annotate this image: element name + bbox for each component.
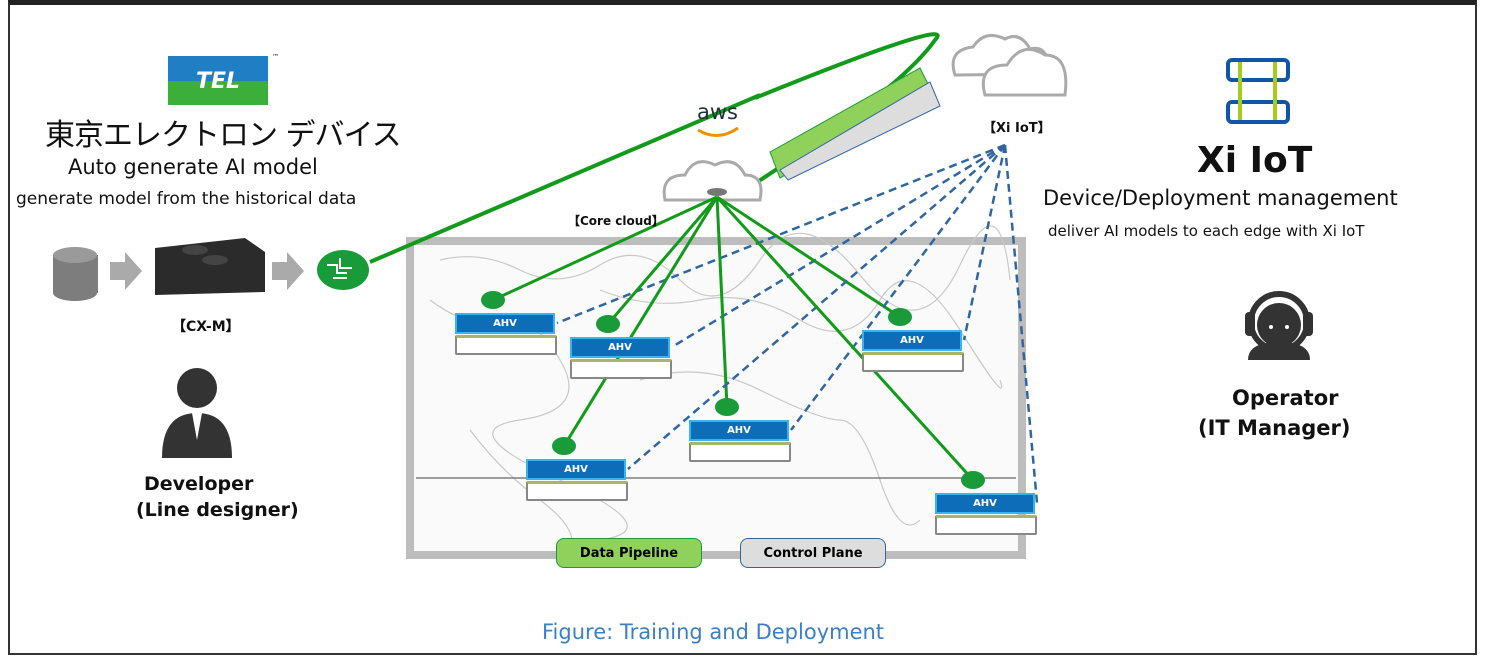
control-link xyxy=(790,144,1006,431)
ahv-node-label: AHV xyxy=(689,420,789,441)
arrow-right-icon xyxy=(272,252,304,290)
ahv-node-label: AHV xyxy=(455,313,555,334)
ai-brain-icon xyxy=(317,250,369,290)
arrow-right-icon xyxy=(110,252,142,290)
developer-title: Developer xyxy=(144,473,254,495)
edge-server-icon xyxy=(935,515,1037,535)
data-pipeline-path xyxy=(369,93,761,264)
trademark: ™ xyxy=(272,53,279,61)
left-title: Auto generate AI model xyxy=(68,155,318,179)
edge-server-icon xyxy=(570,359,672,379)
pipe-tubes xyxy=(769,67,941,181)
ai-brain-icon xyxy=(481,291,505,309)
control-link xyxy=(1003,144,1039,504)
xi-iot-title: Xi IoT xyxy=(1197,140,1313,181)
developer-role: (Line designer) xyxy=(136,499,299,521)
control-link xyxy=(962,144,1007,341)
ahv-node-label: AHV xyxy=(862,330,962,351)
deploy-link xyxy=(715,196,729,408)
aws-smile-icon xyxy=(697,126,739,137)
control-link xyxy=(556,143,1006,325)
right-description: deliver AI models to each edge with Xi I… xyxy=(1048,222,1365,240)
ai-brain-icon xyxy=(552,437,576,455)
xi-iot-label: 【Xi IoT】 xyxy=(983,121,1051,136)
svg-text:TEL: TEL xyxy=(196,69,240,94)
xi-iot-logo-icon xyxy=(1226,58,1290,124)
database-icon xyxy=(53,247,98,301)
deploy-link xyxy=(715,195,975,482)
operator-title: Operator xyxy=(1232,386,1339,410)
deploy-link xyxy=(562,196,719,447)
ai-brain-icon xyxy=(596,315,620,333)
xi-iot-cloud-icon xyxy=(951,33,1068,97)
left-subtitle: generate model from the historical data xyxy=(16,189,357,209)
ahv-node-label: AHV xyxy=(526,459,626,480)
company-name: 東京エレクトロン デバイス xyxy=(45,118,402,153)
cx-m-device-icon xyxy=(155,238,265,295)
ai-brain-icon xyxy=(888,308,912,326)
developer-person-icon xyxy=(162,368,232,458)
deploy-link xyxy=(492,195,718,302)
cx-m-label: 【CX-M】 xyxy=(172,319,240,335)
operator-role: (IT Manager) xyxy=(1198,416,1351,440)
aws-logo: aws xyxy=(697,100,738,124)
ahv-node-label: AHV xyxy=(935,493,1035,514)
deploy-link xyxy=(716,195,901,319)
edge-server-icon xyxy=(526,481,628,501)
core-cloud-icon xyxy=(662,160,763,202)
legend-control-plane: Control Plane xyxy=(740,538,886,568)
core-cloud-label: 【Core cloud】 xyxy=(568,214,664,228)
right-subtitle: Device/Deployment management xyxy=(1043,186,1398,210)
ahv-node-label: AHV xyxy=(570,337,670,358)
ai-brain-icon xyxy=(715,398,739,416)
operator-headset-icon xyxy=(1245,291,1313,360)
edge-server-icon xyxy=(455,335,557,355)
figure-frame xyxy=(8,0,1477,655)
world-map-frame xyxy=(406,237,1026,559)
figure-caption: Figure: Training and Deployment xyxy=(542,620,885,644)
edge-server-icon xyxy=(862,352,964,372)
edge-server-icon xyxy=(689,442,791,462)
tel-logo: TEL xyxy=(168,56,268,105)
ai-brain-icon xyxy=(961,471,985,489)
legend-data-pipeline: Data Pipeline xyxy=(556,538,702,568)
deploy-link xyxy=(606,196,719,325)
